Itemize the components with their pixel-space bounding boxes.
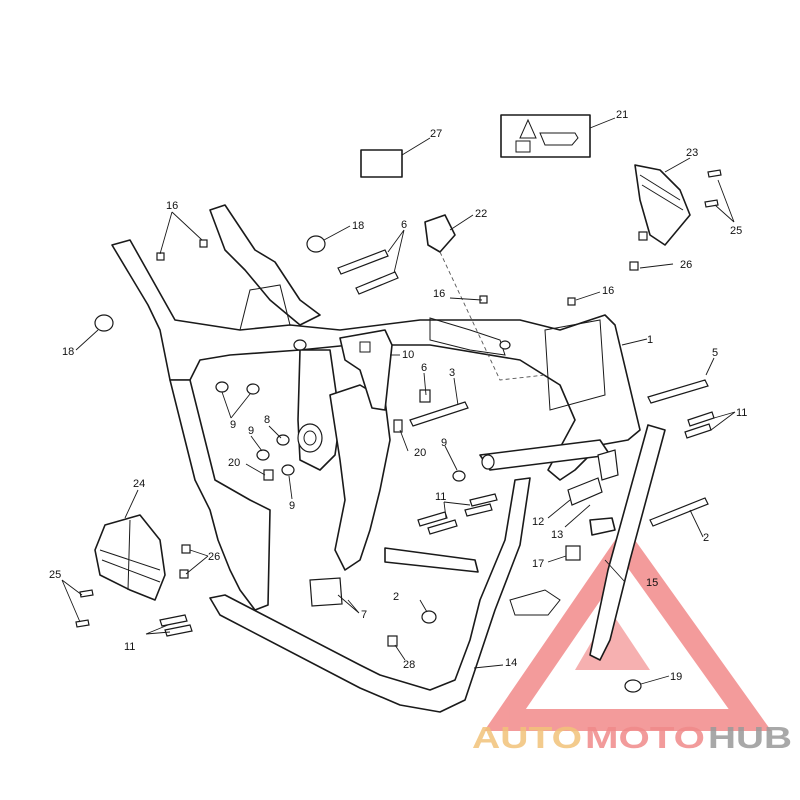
callout-11: 11 — [435, 491, 446, 503]
callout-11: 11 — [124, 641, 135, 653]
leader-lines — [61, 117, 736, 685]
shield-24 — [94, 514, 166, 601]
bottom-bracket — [509, 589, 561, 616]
callout-6: 6 — [401, 219, 407, 231]
callout-11: 11 — [736, 407, 747, 419]
callout-27: 27 — [430, 128, 442, 140]
shield-24-stripes — [99, 519, 161, 591]
callout-26: 26 — [680, 259, 692, 271]
callout-20: 20 — [228, 457, 240, 469]
callout-6: 6 — [421, 362, 427, 374]
callout-3: 3 — [449, 367, 455, 379]
callout-20: 20 — [414, 447, 426, 459]
bracket-10-slot — [359, 341, 371, 353]
callout-25: 25 — [730, 225, 742, 237]
watermark-hub: HUB — [708, 720, 792, 755]
callout-16: 16 — [433, 288, 445, 300]
downtube-bracket — [589, 517, 616, 536]
callout-17: 17 — [532, 558, 544, 570]
callout-24: 24 — [133, 478, 145, 490]
lower-frame-rail-14 — [209, 477, 531, 713]
watermark-moto: MOTO — [585, 720, 705, 755]
callout-9: 9 — [248, 425, 254, 437]
callout-labels: 1 2 2 3 5 6 6 7 8 9 9 9 9 10 11 11 11 12… — [49, 109, 747, 683]
callout-5: 5 — [712, 347, 718, 359]
callout-25: 25 — [49, 569, 61, 581]
callout-21: 21 — [616, 109, 628, 121]
callout-26: 26 — [208, 551, 220, 563]
label-27-plate — [360, 149, 403, 178]
callout-1: 1 — [647, 334, 653, 346]
callout-14: 14 — [505, 657, 517, 669]
callout-18: 18 — [62, 346, 74, 358]
main-frame-1 — [111, 204, 641, 611]
warning-label-21 — [500, 114, 591, 158]
callout-9: 9 — [230, 419, 236, 431]
shield-23-stripes — [639, 174, 684, 211]
callout-8: 8 — [264, 414, 270, 426]
bracket-10 — [339, 329, 393, 411]
front-downtube-15 — [589, 424, 666, 661]
watermark-text: AUTO MOTO HUB — [472, 720, 792, 755]
callout-9: 9 — [289, 500, 295, 512]
callout-2: 2 — [393, 591, 399, 603]
callout-23: 23 — [686, 147, 698, 159]
callout-16: 16 — [166, 200, 178, 212]
callout-2: 2 — [703, 532, 709, 544]
watermark-auto: AUTO — [472, 720, 582, 755]
callout-12: 12 — [532, 516, 544, 528]
cap-22 — [424, 214, 456, 253]
callout-7: 7 — [361, 609, 367, 621]
cap-22-dashed-path — [439, 251, 546, 381]
callout-28: 28 — [403, 659, 415, 671]
callout-15: 15 — [646, 577, 658, 589]
callout-10: 10 — [402, 349, 414, 361]
crossmember — [384, 547, 479, 573]
callout-9: 9 — [441, 437, 447, 449]
callout-22: 22 — [475, 208, 487, 220]
shield-23 — [634, 164, 691, 246]
callout-13: 13 — [551, 529, 563, 541]
callout-16: 16 — [602, 285, 614, 297]
hardware-items — [75, 169, 722, 693]
callout-18: 18 — [352, 220, 364, 232]
callout-19: 19 — [670, 671, 682, 683]
